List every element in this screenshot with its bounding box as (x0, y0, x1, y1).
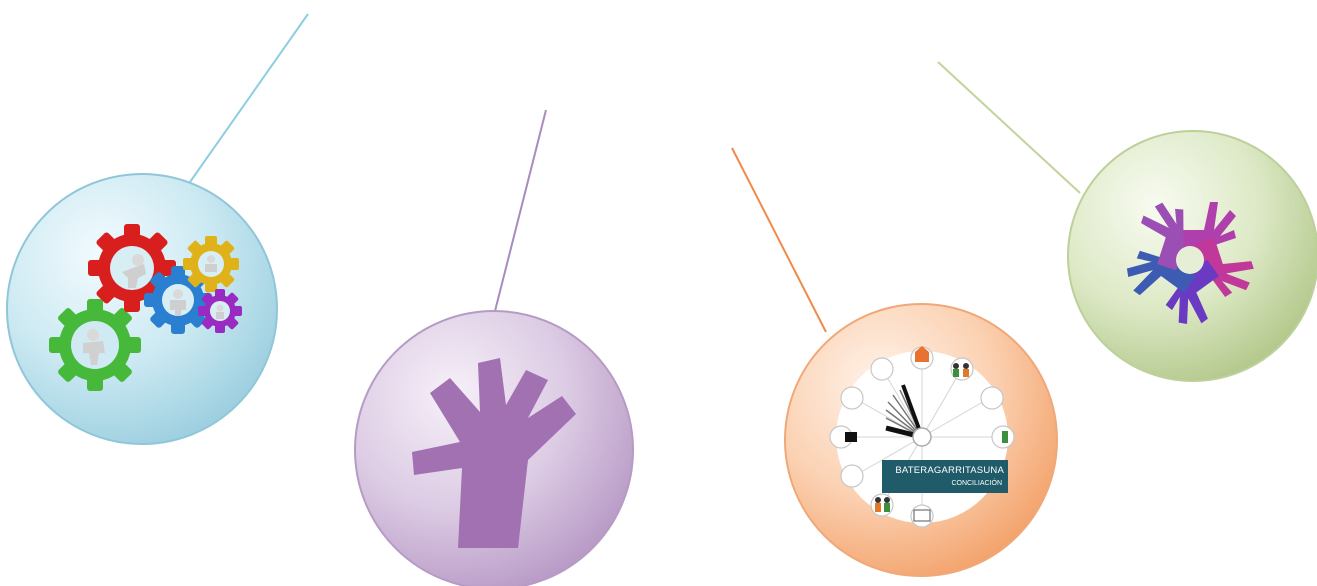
connector-line-blue (190, 14, 308, 182)
bubble-unity (1068, 131, 1317, 381)
banner-title: BATERAGARRITASUNA (895, 465, 1004, 476)
bubble-teamwork (7, 174, 277, 444)
bubble-conciliation: BATERAGARRITASUNA CONCILIACIÓN (785, 304, 1057, 576)
conciliation-banner: BATERAGARRITASUNA CONCILIACIÓN (882, 460, 1008, 493)
connector-line-purple (494, 110, 546, 315)
bubble-hand (355, 311, 633, 586)
connector-line-orange (732, 148, 826, 332)
banner-subtitle: CONCILIACIÓN (951, 478, 1002, 487)
connector-line-green (938, 62, 1080, 193)
